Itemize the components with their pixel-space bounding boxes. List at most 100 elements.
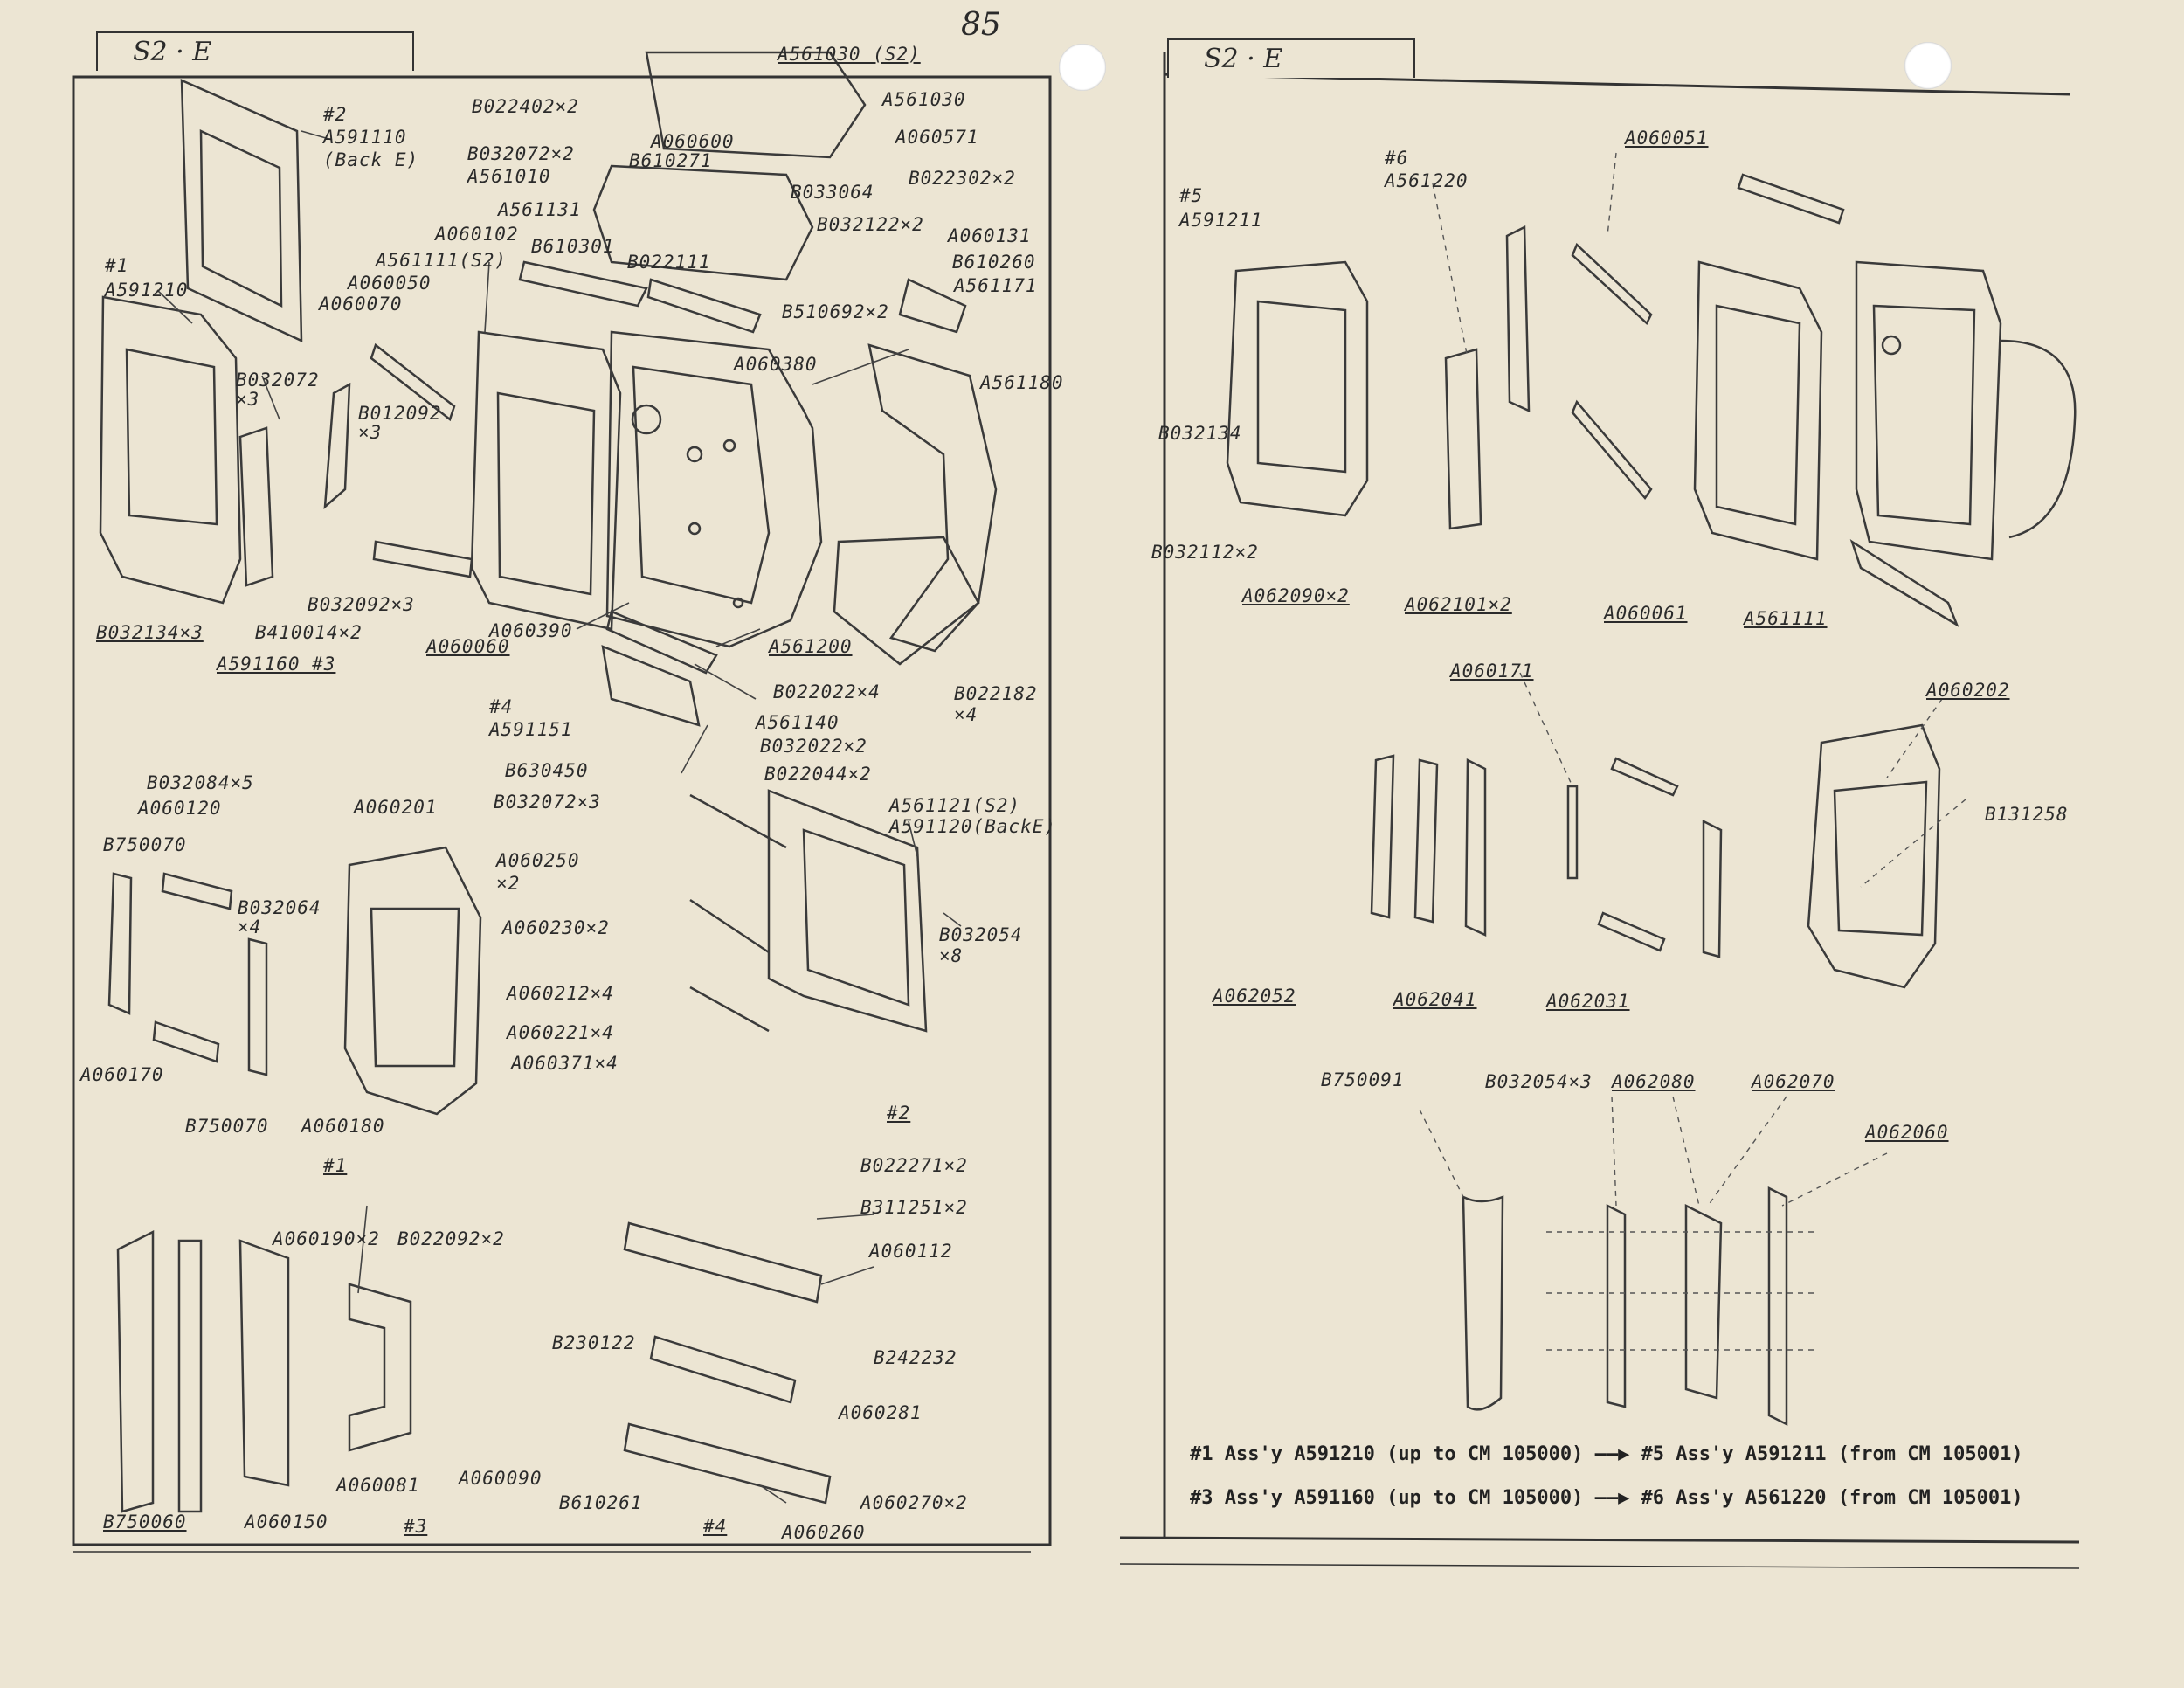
group-marker-1: #1 — [323, 1155, 348, 1176]
left-panel-frame — [72, 75, 1052, 1546]
label-a062041: A062041 — [1393, 989, 1477, 1010]
label-a060102: A060102 — [435, 224, 519, 245]
label-a062101: A062101×2 — [1405, 594, 1512, 615]
label-a561030s2: A561030 (S2) — [778, 44, 921, 65]
right-panel-frame — [1119, 52, 2080, 1544]
label-b032092: B032092×3 — [308, 594, 415, 615]
label-a060090: A060090 — [459, 1468, 543, 1489]
left-leader-lines — [156, 130, 962, 1504]
label-a060081: A060081 — [336, 1475, 420, 1496]
label-b032112: B032112×2 — [1151, 542, 1259, 563]
label-a060051: A060051 — [1625, 128, 1709, 149]
back-e-frame — [180, 79, 303, 342]
label-b022182: B022182 ×4 — [954, 683, 1038, 725]
label-b750060: B750060 — [103, 1512, 187, 1532]
label-a060131: A060131 — [948, 225, 1032, 246]
label-a062052: A062052 — [1213, 986, 1296, 1007]
label-b022022: B022022×4 — [773, 681, 881, 702]
label-a060061: A060061 — [1604, 603, 1688, 624]
label-b610301: B610301 — [531, 236, 615, 257]
frame-a591211 — [1226, 260, 1369, 517]
label-b022092: B022092×2 — [397, 1228, 505, 1249]
frame-a561121 — [767, 789, 928, 1033]
label-a060070: A060070 — [319, 294, 403, 315]
label-a060112: A060112 — [869, 1241, 953, 1262]
label-a060120: A060120 — [138, 798, 222, 819]
label-a060221: A060221×4 — [507, 1022, 614, 1043]
right-leader-lines — [1419, 152, 1966, 1351]
label-b032134: B032134×3 — [96, 622, 204, 643]
label-a060202: A060202 — [1926, 680, 2010, 701]
label-b032072: B032072×2 — [467, 143, 575, 164]
label-a060250: A060250 ×2 — [496, 850, 580, 894]
label-b012092: B012092 ×3 — [358, 403, 442, 443]
label-a060571: A060571 — [895, 127, 979, 148]
label-a561111s2: A561111(S2) — [376, 250, 508, 271]
label-b032122: B032122×2 — [817, 214, 924, 235]
label-a060281: A060281 — [839, 1402, 923, 1423]
label-b022302: B022302×2 — [909, 168, 1016, 189]
label-a060380: A060380 — [734, 354, 818, 375]
binder-hole-right — [1904, 42, 1952, 89]
bracket-a060081 — [348, 1283, 412, 1452]
label-b311251: B311251×2 — [860, 1197, 968, 1218]
label-a062070: A062070 — [1752, 1071, 1835, 1092]
label-a060270: A060270×2 — [860, 1492, 968, 1513]
label-a561121: A561121(S2) A591120(BackE) — [889, 795, 1057, 837]
label-a060190: A060190×2 — [273, 1228, 380, 1249]
side-handle — [867, 343, 998, 653]
left-panel-parts — [99, 51, 998, 1513]
label-a062031: A062031 — [1546, 991, 1630, 1012]
frame-a060201 — [343, 846, 482, 1116]
label-a591110: #2 A591110 (Back E) — [323, 104, 419, 170]
label-b410014: B410014×2 — [255, 622, 363, 643]
label-a060260: A060260 — [782, 1522, 866, 1543]
label-b032022: B032022×2 — [760, 736, 867, 757]
label-b610271: B610271 — [629, 150, 713, 171]
label-b032072x3a: B032072 ×3 — [236, 370, 320, 410]
label-a561140: A561140 — [756, 712, 840, 733]
label-b750091: B750091 — [1321, 1069, 1405, 1090]
label-a561200: A561200 — [769, 636, 853, 657]
label-b032084: B032084×5 — [147, 772, 254, 793]
label-a060150: A060150 — [245, 1512, 328, 1532]
label-a060201: A060201 — [354, 797, 438, 818]
label-a561171: A561171 — [954, 275, 1038, 296]
label-b032134-right: B032134 — [1158, 423, 1242, 444]
page-number: 85 — [961, 7, 1001, 43]
label-a561180: A561180 — [980, 372, 1064, 393]
label-b242232: B242232 — [874, 1347, 957, 1368]
label-a561030: A561030 — [882, 89, 966, 110]
label-b032072x3b: B032072×3 — [494, 792, 601, 813]
label-a561131: A561131 — [498, 199, 582, 220]
label-a060390: A060390 — [489, 620, 573, 641]
body-a561200 — [605, 330, 823, 648]
label-a060170: A060170 — [80, 1064, 164, 1085]
label-a060060: A060060 — [426, 636, 510, 657]
label-b610260: B610260 — [952, 252, 1036, 273]
label-b510692: B510692×2 — [782, 301, 889, 322]
label-a561111: A561111 — [1744, 608, 1828, 629]
label-b022111: B022111 — [627, 252, 711, 273]
label-a062080: A062080 — [1612, 1071, 1696, 1092]
group-marker-3: #3 — [404, 1516, 428, 1537]
label-a060230: A060230×2 — [502, 917, 610, 938]
binder-hole-left — [1059, 44, 1106, 91]
label-a062090: A062090×2 — [1242, 585, 1350, 606]
label-a561010: A561010 — [467, 166, 551, 187]
label-b131258: B131258 — [1985, 804, 2069, 825]
top-assembly — [592, 164, 814, 281]
label-b022271: B022271×2 — [860, 1155, 968, 1176]
label-a062060: A062060 — [1865, 1122, 1949, 1143]
frame-a060202 — [1807, 723, 1941, 989]
label-a591151: #4 A591151 — [489, 696, 573, 740]
label-a561220: #6 A561220 — [1385, 148, 1469, 191]
label-a060371: A060371×4 — [511, 1053, 619, 1074]
footnote-1: #1 Ass'y A591210 (up to CM 105000) ——▶ #… — [1190, 1443, 2023, 1465]
label-a060050: A060050 — [348, 273, 432, 294]
frame-a561111-right — [1693, 260, 1823, 561]
right-panel-tab: S2 · E — [1167, 38, 1415, 78]
label-b610261: B610261 — [559, 1492, 643, 1513]
label-b750070a: B750070 — [103, 834, 187, 855]
